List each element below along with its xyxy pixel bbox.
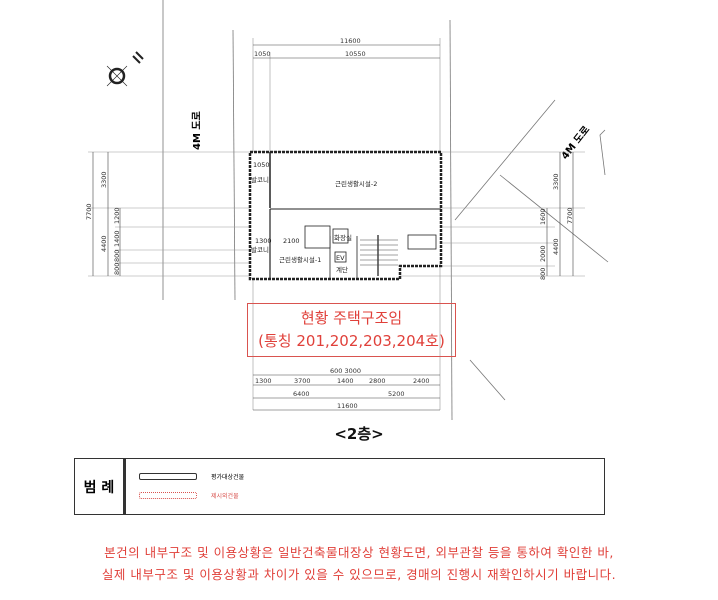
legend-item: 제시외건물 xyxy=(139,491,239,500)
notice-line-1: 현황 주택구조임 xyxy=(300,309,403,327)
dim-bottom-row1: 2800 xyxy=(369,377,386,385)
dim-left-part: 4400 xyxy=(100,235,108,252)
dim-left-sub: 1400 xyxy=(113,230,121,247)
dim-right-sub: 2000 xyxy=(539,245,547,262)
dim-bottom-row1: 2400 xyxy=(413,377,430,385)
dim-right-part: 4400 xyxy=(552,238,560,255)
dim-right-sub: 800 xyxy=(539,268,547,280)
dim-bottom-row1: 1300 xyxy=(255,377,272,385)
balcony-label: 발코니 xyxy=(251,245,269,254)
dim-left-sub: 1200 xyxy=(113,207,121,224)
floor-label: <2층> xyxy=(334,425,384,443)
legend-label: 제시외건물 xyxy=(211,493,239,500)
dim-bottom-total: 11600 xyxy=(337,402,358,410)
legend-box: 범 례 평가대상건물 제시외건물 xyxy=(74,458,605,515)
legend-label: 평가대상건물 xyxy=(211,474,245,481)
dim-top-part: 1050 xyxy=(254,50,271,58)
dim-left-total: 7700 xyxy=(85,203,93,220)
dim-bottom-row2: 6400 xyxy=(293,390,310,398)
dim-1050: 1050 xyxy=(253,161,270,169)
dim-bottom-row0: 600 3000 xyxy=(330,367,361,375)
dim-left-sub: 800 xyxy=(113,263,121,275)
disclaimer-line-1: 본건의 내부구조 및 이용상황은 일반건축물대장상 현황도면, 외부관찰 등을 … xyxy=(104,545,614,560)
dim-right-sub: 1600 xyxy=(539,208,547,225)
dim-left-part: 3300 xyxy=(100,171,108,188)
dim-bottom-row1: 3700 xyxy=(294,377,311,385)
dim-left-sub: 800 xyxy=(113,250,121,262)
legend-title: 범 례 xyxy=(75,459,126,514)
balcony-label: 발코니 xyxy=(251,175,269,184)
room-label-1: 근린생활시설-1 xyxy=(279,255,321,264)
disclaimer-line-2: 실제 내부구조 및 이용상황과 차이가 있을 수 있으므로, 경매의 진행시 재… xyxy=(101,567,617,582)
legend-swatch xyxy=(139,492,197,499)
room-label-2: 근린생활시설-2 xyxy=(335,179,377,188)
road-label-right: 4M 도로 xyxy=(559,124,592,162)
dim-top-part: 10550 xyxy=(345,50,366,58)
dim-top-total: 11600 xyxy=(340,37,361,45)
dimension-lines xyxy=(92,44,574,411)
road-label-left: 4M 도로 xyxy=(191,111,203,150)
dim-right-part: 3300 xyxy=(552,173,560,190)
notice-box: 현황 주택구조임 (통칭 201,202,203,204호) xyxy=(247,303,456,357)
building-outline xyxy=(248,150,443,281)
dim-bottom-row2: 5200 xyxy=(388,390,405,398)
stairs-icon xyxy=(360,235,398,276)
legend-swatch xyxy=(139,473,197,480)
north-compass-icon xyxy=(106,51,144,87)
legend-item: 평가대상건물 xyxy=(139,472,244,481)
notice-line-2: (통칭 201,202,203,204호) xyxy=(258,332,445,350)
dim-right-total: 7700 xyxy=(566,207,574,224)
ev-label: EV xyxy=(336,254,345,262)
toilet-label: 화장실 xyxy=(334,233,352,242)
dim-1300: 1300 xyxy=(255,237,272,245)
stair-label: 계단 xyxy=(336,265,348,274)
dim-bottom-row1: 1400 xyxy=(337,377,354,385)
dim-2100: 2100 xyxy=(283,237,300,245)
